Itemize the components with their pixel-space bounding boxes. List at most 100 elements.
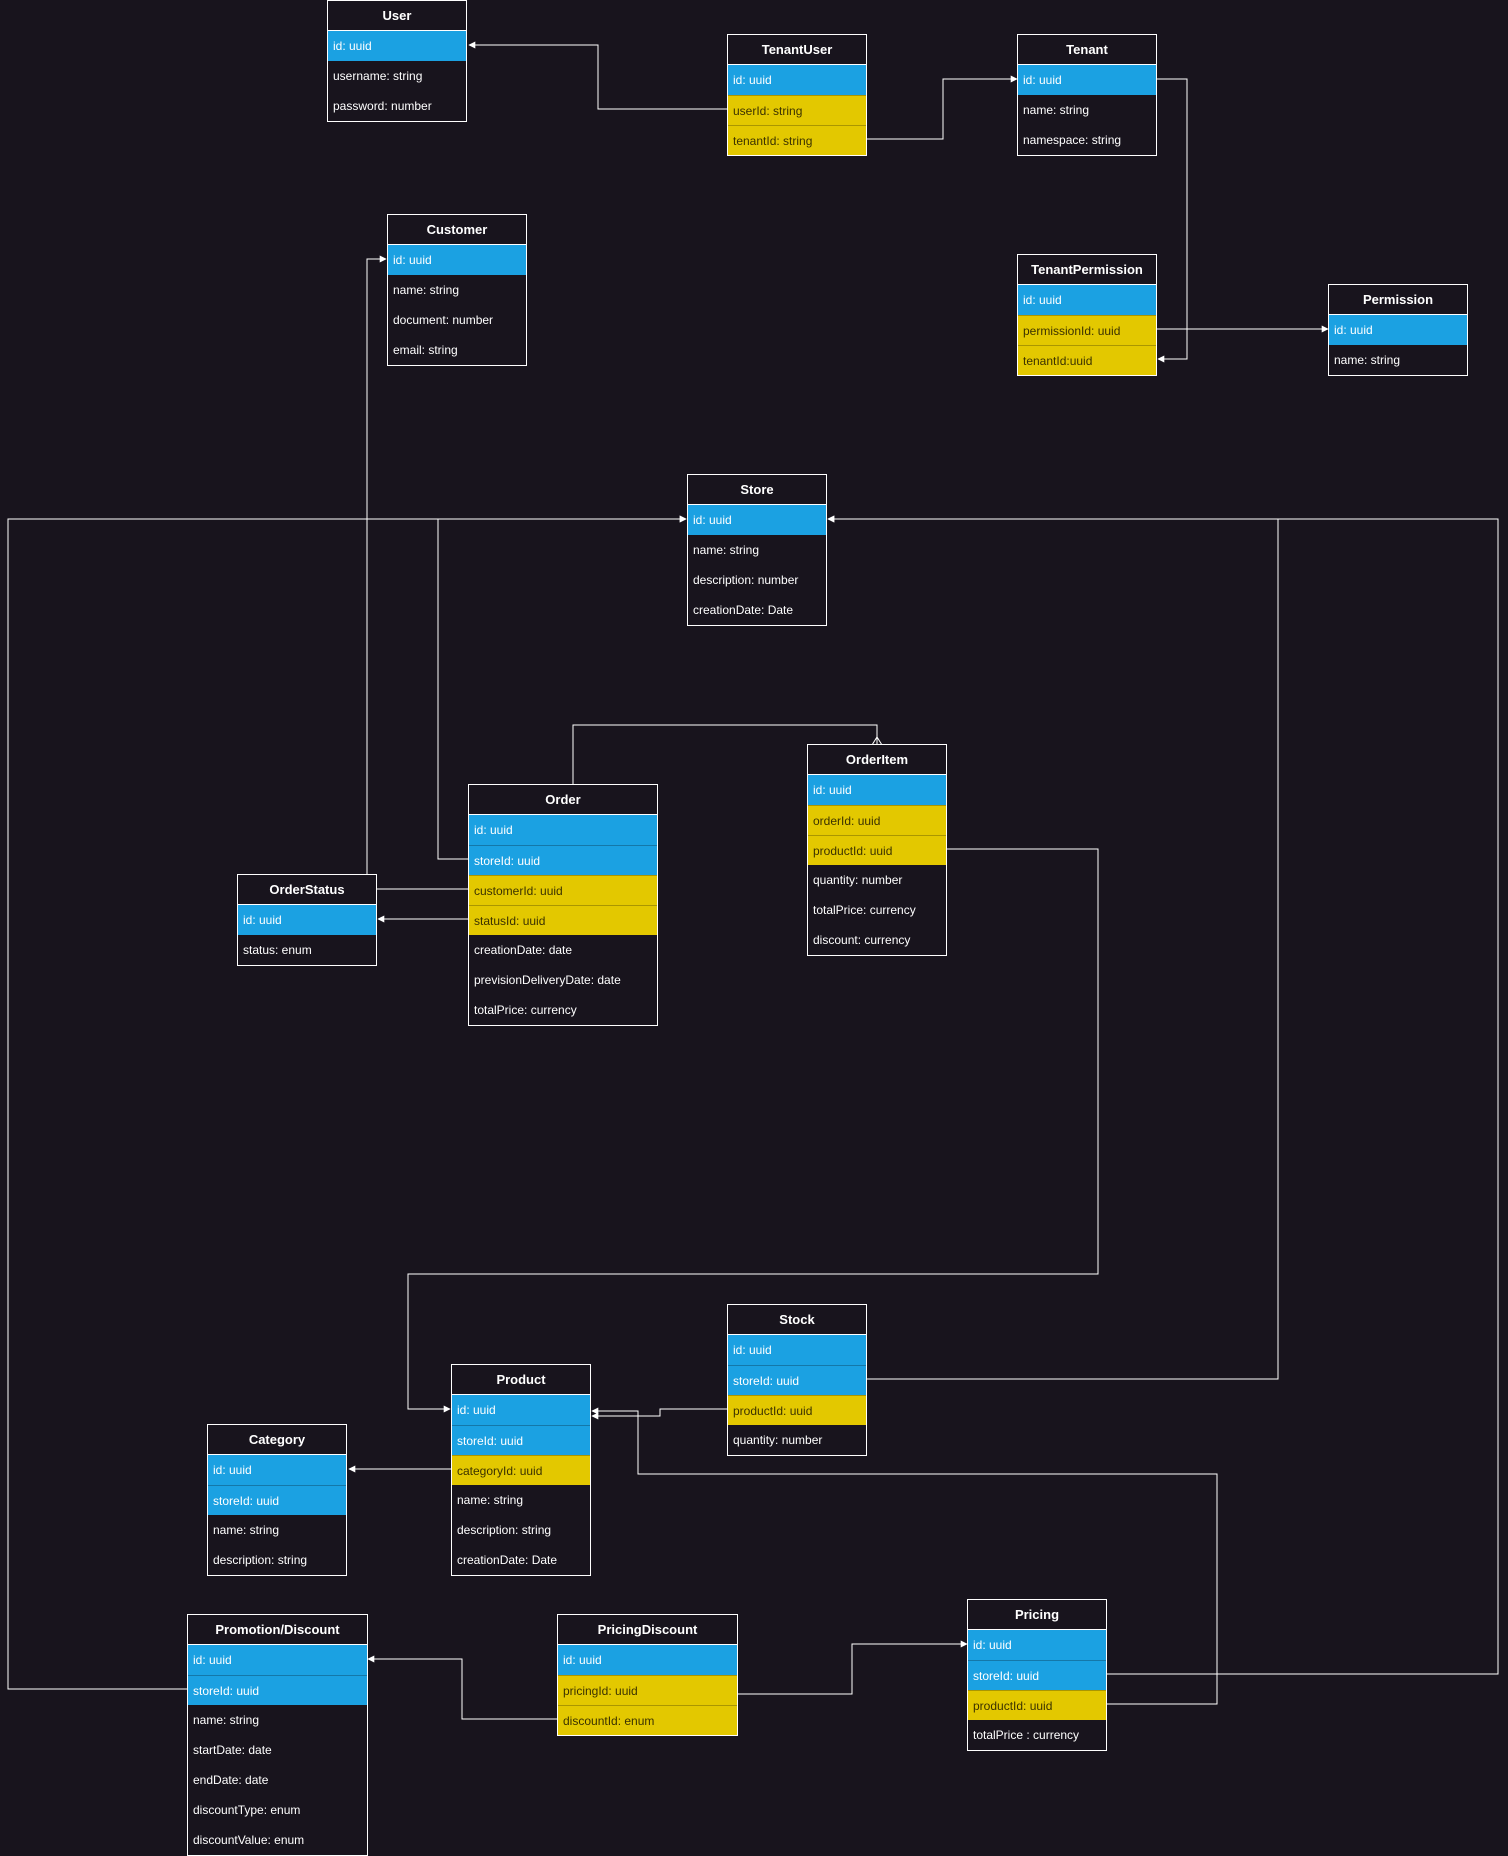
- field-name: name: string: [213, 1523, 280, 1537]
- field-orderid: orderId: uuid: [808, 805, 946, 835]
- field-totalprice: totalPrice: currency: [813, 903, 916, 917]
- field-id: id: uuid: [1018, 65, 1156, 95]
- field-id: id: uuid: [238, 905, 376, 935]
- entity-permission[interactable]: Permission id: uuid name: string: [1328, 284, 1468, 376]
- field-startdate: startDate: date: [193, 1743, 272, 1757]
- field-discountid: discountId: enum: [558, 1705, 737, 1735]
- field-tenantid: tenantId: string: [728, 125, 866, 155]
- field-name: name: string: [1023, 103, 1090, 117]
- field-storeid: storeId: uuid: [968, 1660, 1106, 1690]
- field-totalprice: totalPrice : currency: [973, 1728, 1080, 1742]
- field-productid: productId: uuid: [728, 1395, 866, 1425]
- field-id: id: uuid: [728, 65, 866, 95]
- field-permissionid: permissionId: uuid: [1018, 315, 1156, 345]
- field-name: name: string: [1334, 353, 1401, 367]
- field-storeid: storeId: uuid: [469, 845, 657, 875]
- field-description: description: string: [213, 1553, 308, 1567]
- entity-customer[interactable]: Customer id: uuid name: string document:…: [387, 214, 527, 366]
- field-document: document: number: [393, 313, 494, 327]
- entity-product[interactable]: Product id: uuid storeId: uuid categoryI…: [451, 1364, 591, 1576]
- field-name: name: string: [393, 283, 460, 297]
- field-id: id: uuid: [208, 1455, 346, 1485]
- field-id: id: uuid: [388, 245, 526, 275]
- field-description: description: string: [457, 1523, 552, 1537]
- edge-stock-product: [591, 1408, 727, 1420]
- field-enddate: endDate: date: [193, 1773, 269, 1787]
- entity-user[interactable]: User id: uuid username: string password:…: [327, 0, 467, 122]
- field-email: email: string: [393, 343, 458, 357]
- entity-category[interactable]: Category id: uuid storeId: uuid name: st…: [207, 1424, 347, 1576]
- entity-title: User: [328, 1, 466, 31]
- field-id: id: uuid: [328, 31, 466, 61]
- field-customerid: customerId: uuid: [469, 875, 657, 905]
- field-tenantid: tenantId:uuid: [1018, 345, 1156, 375]
- entity-tenant[interactable]: Tenant id: uuid name: string namespace: …: [1017, 34, 1157, 156]
- entity-title: Stock: [728, 1305, 866, 1335]
- field-productid: productId: uuid: [968, 1690, 1106, 1720]
- field-name: name: string: [693, 543, 760, 557]
- field-name: name: string: [457, 1493, 524, 1507]
- edge-pricingdiscount-promotion: [367, 1655, 557, 1720]
- edge-pricingdiscount-pricing: [737, 1640, 968, 1695]
- field-id: id: uuid: [728, 1335, 866, 1365]
- entity-title: Category: [208, 1425, 346, 1455]
- entity-promotion-discount[interactable]: Promotion/Discount id: uuid storeId: uui…: [187, 1614, 368, 1856]
- field-creationdate: creationDate: Date: [457, 1553, 558, 1567]
- edge-tenantuser-user: [468, 41, 727, 110]
- field-creationdate: creationDate: date: [474, 943, 573, 957]
- field-id: id: uuid: [558, 1645, 737, 1675]
- edge-tenant-tenantpermission: [1157, 78, 1188, 363]
- entity-orderstatus[interactable]: OrderStatus id: uuid status: enum: [237, 874, 377, 966]
- entity-title: OrderItem: [808, 745, 946, 775]
- field-id: id: uuid: [808, 775, 946, 805]
- field-id: id: uuid: [1018, 285, 1156, 315]
- field-storeid: storeId: uuid: [728, 1365, 866, 1395]
- field-productid: productId: uuid: [808, 835, 946, 865]
- field-statusid: statusId: uuid: [469, 905, 657, 935]
- field-password: password: number: [333, 99, 432, 113]
- entity-store[interactable]: Store id: uuid name: string description:…: [687, 474, 827, 626]
- field-namespace: namespace: string: [1023, 133, 1122, 147]
- entity-title: Permission: [1329, 285, 1467, 315]
- edge-pricing-store: [827, 515, 1499, 1675]
- entity-tenantuser[interactable]: TenantUser id: uuid userId: string tenan…: [727, 34, 867, 156]
- field-id: id: uuid: [452, 1395, 590, 1425]
- field-discountvalue: discountValue: enum: [193, 1833, 305, 1847]
- entity-tenantpermission[interactable]: TenantPermission id: uuid permissionId: …: [1017, 254, 1157, 376]
- entity-title: PricingDiscount: [558, 1615, 737, 1645]
- entity-title: Promotion/Discount: [188, 1615, 367, 1645]
- entity-orderitem[interactable]: OrderItem id: uuid orderId: uuid product…: [807, 744, 947, 956]
- field-pricingid: pricingId: uuid: [558, 1675, 737, 1705]
- field-status: status: enum: [243, 943, 312, 957]
- entity-order[interactable]: Order id: uuid storeId: uuid customerId:…: [468, 784, 658, 1026]
- entity-stock[interactable]: Stock id: uuid storeId: uuid productId: …: [727, 1304, 867, 1456]
- entity-title: OrderStatus: [238, 875, 376, 905]
- field-previsiondeliverydate: previsionDeliveryDate: date: [474, 973, 621, 987]
- field-discounttype: discountType: enum: [193, 1803, 301, 1817]
- field-storeid: storeId: uuid: [188, 1675, 367, 1705]
- entity-title: TenantPermission: [1018, 255, 1156, 285]
- edge-tenantuser-tenant: [867, 75, 1018, 140]
- field-storeid: storeId: uuid: [452, 1425, 590, 1455]
- entity-pricing[interactable]: Pricing id: uuid storeId: uuid productId…: [967, 1599, 1107, 1751]
- entity-title: Pricing: [968, 1600, 1106, 1630]
- entity-title: Tenant: [1018, 35, 1156, 65]
- field-userid: userId: string: [728, 95, 866, 125]
- field-storeid: storeId: uuid: [208, 1485, 346, 1515]
- field-quantity: quantity: number: [813, 873, 903, 887]
- field-totalprice: totalPrice: currency: [474, 1003, 577, 1017]
- entity-pricingdiscount[interactable]: PricingDiscount id: uuid pricingId: uuid…: [557, 1614, 738, 1736]
- entity-title: Store: [688, 475, 826, 505]
- field-username: username: string: [333, 69, 423, 83]
- entity-title: Customer: [388, 215, 526, 245]
- field-id: id: uuid: [188, 1645, 367, 1675]
- field-id: id: uuid: [968, 1630, 1106, 1660]
- entity-title: Order: [469, 785, 657, 815]
- field-description: description: number: [693, 573, 799, 587]
- entity-title: Product: [452, 1365, 590, 1395]
- field-discount: discount: currency: [813, 933, 911, 947]
- field-quantity: quantity: number: [733, 1433, 823, 1447]
- field-id: id: uuid: [469, 815, 657, 845]
